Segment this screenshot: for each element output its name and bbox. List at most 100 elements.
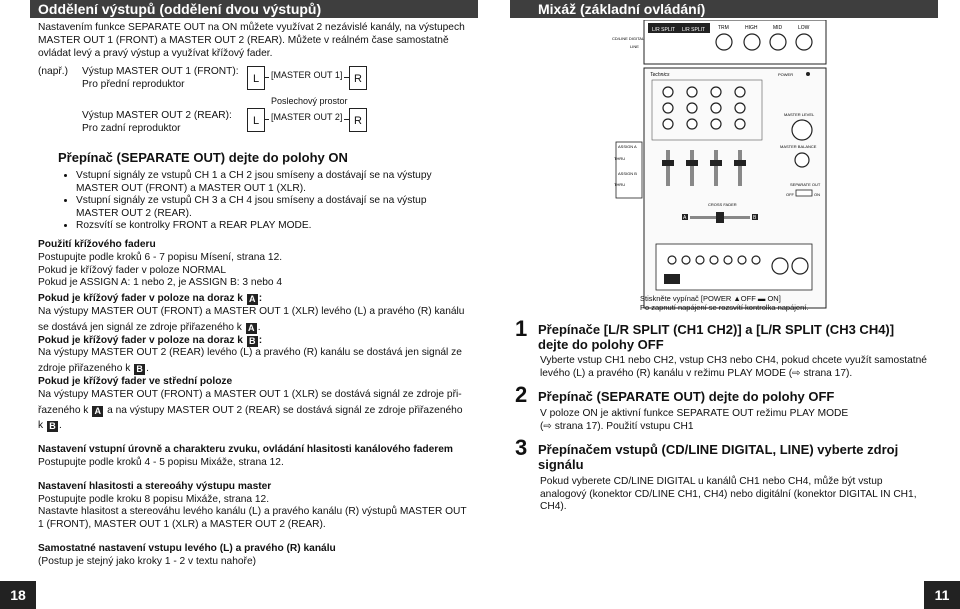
key-a-badge: A [92, 405, 104, 417]
cross-marker-a: A [683, 215, 687, 221]
thru-b-label: THRU [614, 182, 625, 187]
master-out2-box: L R [MASTER OUT 2] [247, 106, 367, 132]
separate-lr-heading: Samostatné nastavení vstupu levého (L) a… [38, 542, 336, 554]
master-level-label: MASTER LEVEL [784, 112, 815, 117]
power-note-line1: Stiskněte vypínač [POWER ▲OFF ▬ ON] [640, 294, 781, 303]
brand-label: Technics [650, 72, 670, 78]
bullet-item: Vstupní signály ze vstupů CH 1 a CH 2 js… [76, 170, 466, 195]
full-a-heading: Pokud je křížový fader v poloze na doraz… [38, 293, 263, 306]
step-number: 1 [515, 316, 528, 341]
separate-out-switch[interactable] [795, 189, 813, 197]
separate-on-label: ON [814, 192, 820, 197]
crossfader-line: Postupujte podle kroků 6 - 7 popisu Míse… [38, 251, 283, 263]
out1-line2: Pro přední reproduktor [82, 79, 185, 90]
assign-b-label: ASSIGN B [618, 171, 637, 176]
label-r-rear: R [354, 115, 362, 127]
line-label: LINE [630, 44, 639, 49]
center-text2: řazeného k A a na výstupy MASTER OUT 2 (… [38, 404, 463, 417]
channel-faders[interactable] [662, 150, 746, 186]
key-b-badge: B [134, 364, 146, 376]
step-title: Přepínačem vstupů (CD/LINE DIGITAL, LINE… [538, 442, 899, 472]
step-title: Přepínače [L/R SPLIT (CH1 CH2)] a [L/R S… [538, 322, 895, 352]
full-b-heading: Pokud je křížový fader v poloze na doraz… [38, 334, 263, 347]
center-heading: Pokud je křížový fader ve střední poloze [38, 375, 233, 387]
stereo-text: Nastavte hlasitost a stereováhu levého k… [38, 506, 467, 518]
separate-out-heading: Přepínač (SEPARATE OUT) dejte do polohy … [58, 150, 348, 165]
center-text: Na výstupy MASTER OUT (FRONT) a MASTER O… [38, 388, 462, 400]
full-a-text: Na výstupy MASTER OUT (FRONT) a MASTER O… [38, 305, 465, 317]
step-text: V poloze ON je aktivní funkce SEPARATE O… [540, 408, 849, 432]
label-r-front: R [354, 73, 362, 85]
low-label: LOW [798, 25, 810, 31]
master-out1-box: L R [MASTER OUT 1] [247, 64, 367, 90]
crossfader-line: Pokud je křížový fader v poloze NORMAL [38, 264, 226, 276]
master-out1-label: [MASTER OUT 1] [269, 70, 345, 80]
cross-fader-label: CROSS FADER [708, 202, 737, 207]
speaker-right-front: R [349, 66, 367, 90]
step-text: Pokud vyberete CD/LINE DIGITAL u kanálů … [540, 476, 917, 513]
master-balance-knob[interactable] [794, 152, 810, 168]
out2-line2: Pro zadní reproduktor [82, 123, 181, 134]
tone-text: Postupujte podle kroků 4 - 5 popisu Mixá… [38, 456, 284, 468]
left-page-number: 18 [0, 581, 36, 609]
out1-line1: Výstup MASTER OUT 1 (FRONT): [82, 66, 239, 77]
separate-lr-text: (Postup je stejný jako kroky 1 - 2 v tex… [38, 555, 257, 567]
speaker-left-rear: L [247, 108, 265, 132]
separate-off-label: OFF [786, 192, 795, 197]
mixer-illustration: L/R SPLIT L/R SPLIT TRM HIGH MID LOW CD/… [612, 20, 827, 309]
full-a-text2: se dostává jen signál ze zdroje přiřazen… [38, 321, 261, 334]
bullet-item: Vstupní signály ze vstupů CH 3 a CH 4 js… [76, 195, 466, 220]
step-number: 2 [515, 382, 528, 407]
high-label: HIGH [745, 25, 758, 31]
cross-marker-b: B [753, 215, 757, 221]
label-l-front: L [252, 73, 260, 85]
right-page-number: 11 [924, 581, 960, 609]
tone-heading: Nastavení vstupní úrovně a charakteru zv… [38, 444, 453, 456]
master-out2-label: [MASTER OUT 2] [269, 112, 345, 122]
trm-label: TRM [718, 25, 729, 31]
step-title: Přepínač (SEPARATE OUT) dejte do polohy … [538, 389, 835, 404]
stereo-heading: Nastavení hlasitosti a stereoáhy výstupu… [38, 480, 272, 492]
high-knob[interactable] [743, 33, 761, 51]
bullet-item: Rozsvítí se kontrolky FRONT a REAR PLAY … [76, 220, 466, 233]
power-indicator [806, 72, 810, 76]
center-text3: k B. [38, 420, 62, 433]
key-b-badge: B [46, 421, 58, 433]
example-label: (např.) [38, 66, 69, 77]
crossfader-heading: Použití křížového faderu [38, 239, 156, 250]
power-label: POWER [778, 72, 793, 77]
rear-connectors [667, 255, 809, 275]
key-a-badge: A [245, 322, 257, 334]
master-level-knob[interactable] [791, 119, 813, 141]
full-b-text2: zdroje přiřazeného k B. [38, 363, 149, 376]
mid-knob[interactable] [769, 33, 787, 51]
speaker-right-rear: R [349, 108, 367, 132]
left-header-title: Oddělení výstupů (oddělení dvou výstupů) [38, 1, 322, 17]
cross-fader-knob[interactable] [716, 212, 724, 223]
power-note-line2: Po zapnutí napájení se rozsvítí kontrolk… [640, 303, 809, 312]
speaker-diagram: L R [MASTER OUT 1] Poslechový prostor L … [247, 64, 369, 132]
key-a-badge: A [246, 294, 258, 306]
low-knob[interactable] [795, 33, 813, 51]
crossfader-line: Pokud je ASSIGN A: 1 nebo 2, je ASSIGN B… [38, 277, 283, 289]
master-balance-label: MASTER BALANCE [780, 144, 817, 149]
channel-strips [651, 79, 763, 141]
listening-area-label: Poslechový prostor [271, 96, 348, 106]
step-number: 3 [515, 435, 528, 460]
stereo-text: 1 (FRONT), MASTER OUT 1 (XLR) a MASTER O… [38, 519, 326, 531]
cd-line-digital-label: CD/LINE DIGITAL [612, 36, 645, 41]
separate-out-label: SEPARATE OUT [790, 182, 821, 187]
crossfader-section: Použití křížového faderu Postupujte podl… [38, 239, 478, 569]
lr-split-panel [648, 23, 710, 33]
right-header-title: Mixáž (základní ovládání) [538, 1, 706, 17]
step-text: Vyberte vstup CH1 nebo CH2, vstup CH3 ne… [540, 355, 927, 379]
power-button[interactable] [664, 274, 680, 284]
key-b-badge: B [246, 335, 258, 347]
out2-line1: Výstup MASTER OUT 2 (REAR): [82, 110, 232, 121]
thru-a-label: THRU [614, 156, 625, 161]
trm-knob[interactable] [715, 33, 733, 51]
mid-label: MID [773, 25, 783, 31]
power-note: Stiskněte vypínač [POWER ▲OFF ▬ ON] Po z… [640, 294, 808, 312]
separate-out-bullets: Vstupní signály ze vstupů CH 1 a CH 2 js… [58, 170, 466, 233]
speaker-left-front: L [247, 66, 265, 90]
